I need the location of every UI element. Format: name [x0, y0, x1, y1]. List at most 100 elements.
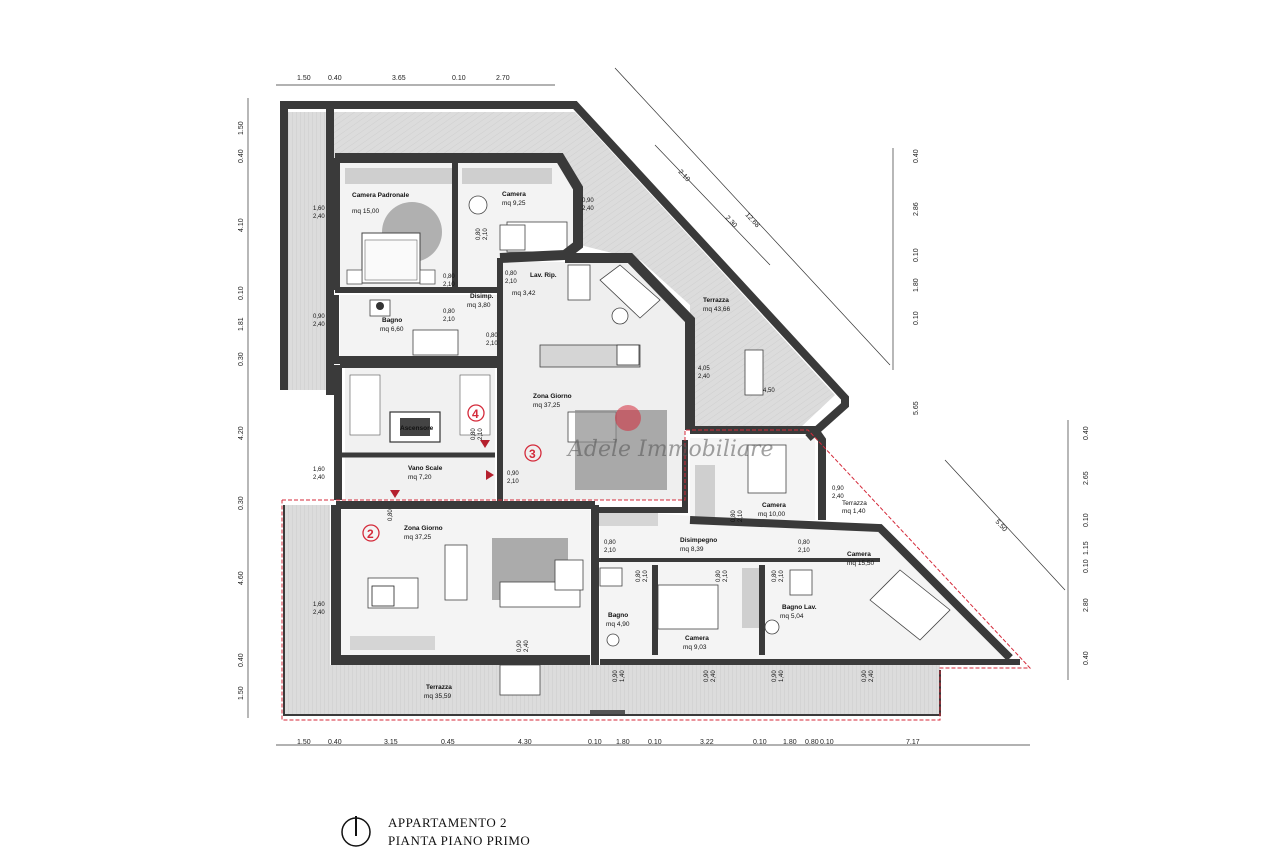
opening-width: 0,80 — [443, 309, 455, 315]
dim-label: 2.10 — [677, 169, 691, 184]
dim-label: 0.10 — [588, 739, 602, 746]
opening-width: 0,80 — [443, 274, 455, 280]
dim-label: 0.10 — [913, 248, 920, 262]
room-area: mq 5,04 — [780, 613, 804, 620]
dims-left-labels: 1.50 0.40 4.10 0.10 1.81 0.30 4.20 0.30 … — [238, 121, 245, 700]
dim-label: 0.45 — [441, 739, 455, 746]
opening-width: 0,90 — [507, 471, 519, 477]
room-name: Terrazza — [842, 500, 867, 507]
opening-width: 0,80 — [486, 333, 498, 339]
unit-outline — [281, 429, 1032, 721]
room-name: Camera Padronale — [352, 192, 409, 199]
dim-label: 0.30 — [238, 352, 245, 366]
dim-label: 4.60 — [238, 571, 245, 585]
dim-label: 2.70 — [496, 75, 510, 82]
opening-width: 0,80 — [388, 509, 394, 521]
room-area: mq 43,66 — [703, 306, 730, 313]
marker-number: 4 — [472, 407, 479, 421]
opening-width: 4,05 — [698, 366, 710, 372]
dim-label: 0.10 — [913, 311, 920, 325]
room-name: Bagno — [382, 317, 402, 324]
opening-height: 2,10 — [443, 317, 455, 323]
opening-height: 2,40 — [698, 374, 710, 380]
dim-label: 1.50 — [238, 121, 245, 135]
opening-width: 0,80 — [772, 570, 778, 582]
room-area: mq 9,03 — [683, 644, 707, 651]
opening-height: 2,10 — [738, 510, 744, 522]
room-area: mq 7,20 — [408, 474, 432, 481]
room-name: Terrazza — [703, 297, 729, 304]
dim-label: 4.20 — [238, 426, 245, 440]
dim-label: 1.81 — [238, 317, 245, 331]
opening-width: 0,90 — [517, 640, 523, 652]
opening-height: 2,10 — [507, 479, 519, 485]
opening-width: 0,90 — [832, 486, 844, 492]
opening-width: 0,80 — [731, 510, 737, 522]
room-name: Bagno Lav. — [782, 604, 817, 611]
dim-label: 4.30 — [518, 739, 532, 746]
dim-label: 0.40 — [328, 739, 342, 746]
plan-title: APPARTAMENTO 2 — [388, 815, 507, 830]
dim-label: 1.50 — [297, 75, 311, 82]
dim-label: 1.80 — [913, 278, 920, 292]
unit-markers: 2 3 4 — [362, 404, 542, 542]
watermark: Adele Immobiliare — [566, 437, 774, 462]
dim-label: 0.10 — [820, 739, 834, 746]
opening-width: 0,80 — [471, 428, 477, 440]
dim-label: 0.10 — [238, 286, 245, 300]
entry-arrow-icon — [390, 490, 400, 498]
opening-width: 0,90 — [613, 670, 619, 682]
room-name: Zona Giorno — [404, 525, 443, 532]
opening-width: 0,80 — [798, 540, 810, 546]
dim-label: 7.17 — [906, 739, 920, 746]
opening-height: 2,40 — [832, 494, 844, 500]
opening-height: 2,40 — [582, 206, 594, 212]
room-name: Lav. Rip. — [530, 272, 557, 279]
opening-width: 1,60 — [313, 467, 325, 473]
dim-label: 2.65 — [1083, 471, 1090, 485]
opening-width: 0,80 — [476, 228, 482, 240]
dims-bottom-labels: 1.50 0.40 3.15 0.45 4.30 0.10 1.80 0.10 … — [297, 739, 920, 746]
opening-width: 1,60 — [313, 602, 325, 608]
dim-label: 1.50 — [238, 686, 245, 700]
dim-label: 0.40 — [913, 149, 920, 163]
dim-label: 2.80 — [1083, 598, 1090, 612]
dim-label: 0.40 — [238, 653, 245, 667]
marker-circle — [362, 524, 380, 542]
dim-label: 0.80 — [805, 739, 819, 746]
room-name: Camera — [685, 635, 709, 642]
dim-label: 5.50 — [994, 519, 1008, 534]
opening-height: 1,40 — [779, 670, 785, 682]
entry-arrow-icon — [486, 470, 494, 480]
title-block: APPARTAMENTO 2 PIANTA PIANO PRIMO — [341, 815, 530, 848]
room-area: mq 8,39 — [680, 546, 704, 553]
dim-label: 3.15 — [384, 739, 398, 746]
room-name: Zona Giorno — [533, 393, 572, 400]
dims-top-labels: 1.50 0.40 3.65 0.10 2.70 — [297, 75, 510, 82]
furniture — [345, 168, 951, 716]
opening-height: 2,40 — [313, 610, 325, 616]
dim-label: 2.86 — [913, 202, 920, 216]
room-area: mq 9,25 — [502, 200, 526, 207]
dims-right-lower-labels: 0.40 2.65 0.10 1.15 0.10 2.80 0.40 — [1083, 426, 1090, 665]
opening-height: 2,40 — [524, 640, 530, 652]
dim-label: 1.50 — [297, 739, 311, 746]
opening-height: 2,10 — [505, 279, 517, 285]
opening-height: 2,40 — [313, 475, 325, 481]
marker-number: 3 — [529, 447, 536, 461]
room-area: mq 4,90 — [606, 621, 630, 628]
room-area: mq 37,25 — [533, 402, 560, 409]
dim-label: 1.80 — [783, 739, 797, 746]
opening-height: 2,10 — [443, 282, 455, 288]
marker-number: 2 — [367, 527, 374, 541]
dim-label: 2.30 — [724, 215, 738, 230]
opening-height: 2,10 — [723, 570, 729, 582]
opening-labels: 1,60 2,40 0,90 2,40 0,80 2,10 0,80 2,10 … — [313, 198, 875, 682]
dim-label: 0.10 — [753, 739, 767, 746]
room-area: mq 1,40 — [842, 508, 866, 515]
dim-label: 0.30 — [238, 496, 245, 510]
room-name: Camera — [762, 502, 786, 509]
opening-width: 0,80 — [636, 570, 642, 582]
dim-label: 3.22 — [700, 739, 714, 746]
opening-width: 4,50 — [763, 388, 775, 394]
